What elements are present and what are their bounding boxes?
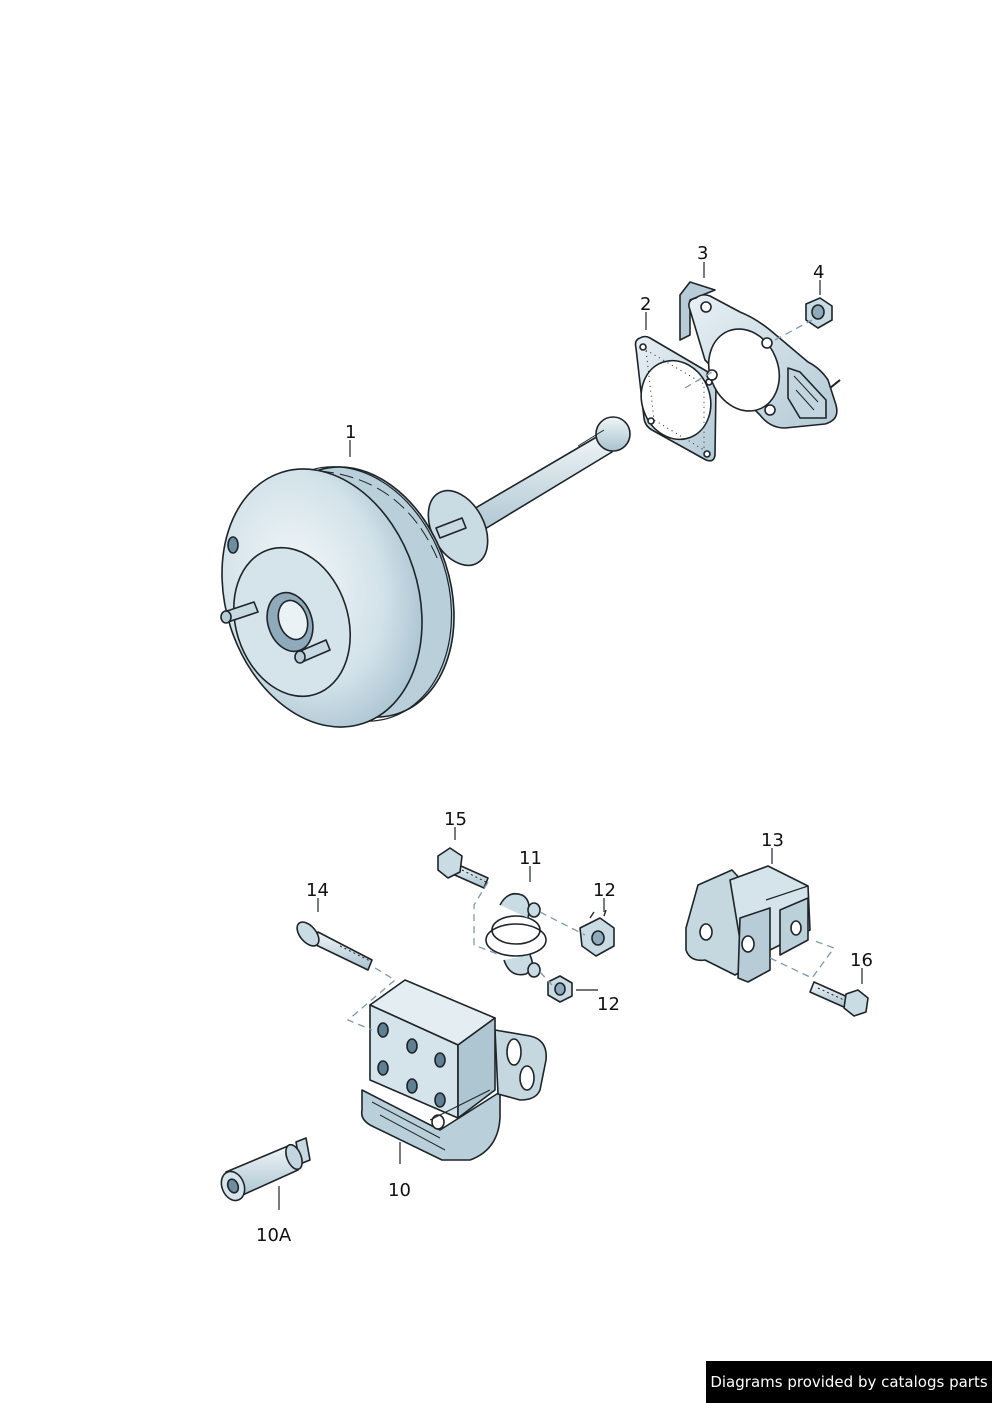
callout-10a: 10A	[256, 1225, 292, 1246]
callout-16: 16	[850, 950, 873, 971]
callout-14: 14	[306, 880, 329, 901]
callout-2: 2	[640, 294, 652, 315]
callout-4: 4	[813, 262, 825, 283]
spacer-icon[interactable]	[217, 1137, 311, 1204]
clip-icon[interactable]	[485, 892, 547, 978]
callout-15: 15	[444, 809, 467, 830]
gasket-icon[interactable]	[630, 335, 721, 462]
bracket-icon[interactable]	[685, 865, 811, 983]
callout-13: 13	[761, 830, 784, 851]
brake-booster-icon[interactable]	[190, 416, 631, 753]
footer-credit: Diagrams provided by catalogs parts	[706, 1361, 992, 1403]
callout-11: 11	[519, 848, 542, 869]
bracket-icon[interactable]	[360, 979, 547, 1161]
bolt-icon[interactable]	[437, 847, 489, 889]
callout-12-upper: 12	[593, 880, 616, 901]
assembly-guide-lines	[346, 319, 836, 1031]
bolt-icon[interactable]	[293, 918, 373, 971]
bolt-icon[interactable]	[809, 981, 869, 1017]
mounting-plate-icon[interactable]	[679, 281, 841, 429]
nut-icon[interactable]	[579, 909, 615, 957]
callout-10: 10	[388, 1180, 411, 1201]
callout-1: 1	[345, 422, 357, 443]
nut-icon[interactable]	[547, 975, 573, 1003]
callout-12-lower: 12	[597, 994, 620, 1015]
callout-3: 3	[697, 243, 709, 264]
leader-lines	[278, 262, 863, 1210]
nut-icon[interactable]	[805, 297, 833, 329]
